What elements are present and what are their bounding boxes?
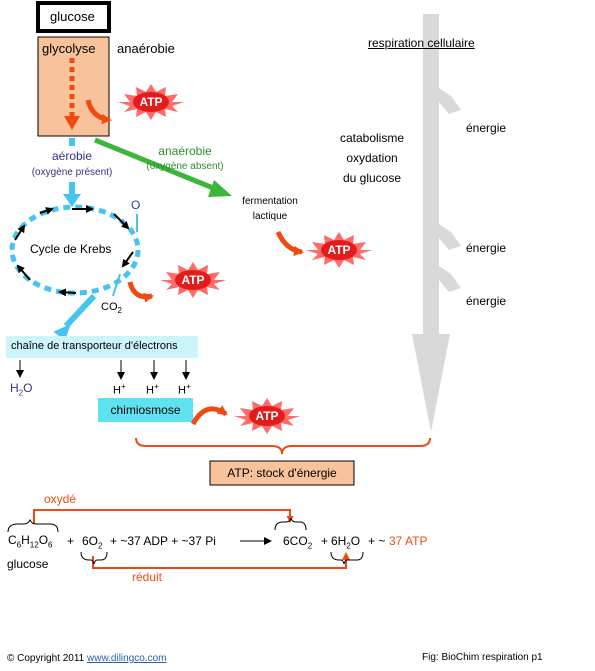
atp-label-1: ATP (139, 95, 163, 109)
oxyde-label: oxydé (44, 492, 77, 506)
oxygene-absent-label: (oxygène absent) (146, 161, 224, 172)
h2o-brace-bottom (330, 551, 364, 565)
chain-label: chaîne de transporteur d'électrons (11, 340, 178, 352)
eq-h2o: 6H2O (331, 534, 361, 551)
eq-adp-pi: + ~37 ADP + ~37 Pi (110, 534, 216, 548)
atp-label-3: ATP (327, 243, 351, 257)
blue-arrowhead-b (63, 194, 81, 207)
stock-label: ATP: stock d'énergie (227, 466, 337, 480)
glycolyse-label: glycolyse (42, 41, 96, 56)
aerobie-label: aérobie (51, 149, 93, 163)
atp-badge-4: ATP (234, 398, 300, 434)
oxydation-label: oxydation (346, 151, 398, 165)
hplus-label-1: H+ (113, 382, 126, 397)
krebs-cycle-ring (9, 204, 141, 296)
anaerobie-green-label: anaérobie (158, 144, 212, 158)
grey-arrow-head (412, 334, 450, 432)
atp-arrow-2 (127, 281, 154, 303)
krebs-arrow-4 (58, 288, 77, 297)
co2-brace-top (274, 517, 307, 531)
atp-burst-icon (306, 232, 372, 268)
reduit-label: réduit (132, 570, 163, 584)
anaerobie-top-label: anaérobie (117, 41, 175, 56)
eq-o2: 6O2 (82, 534, 103, 551)
atp-badge-2: ATP (160, 262, 226, 298)
stock-brace (135, 437, 431, 455)
website-link[interactable]: www.dilingco.com (87, 653, 167, 664)
reduit-arrowhead (342, 552, 350, 560)
chimiosmose-box (98, 398, 193, 422)
atp-label-4: ATP (255, 409, 279, 423)
atp-badge-3: ATP (306, 232, 372, 268)
eq-plus-end: + ~ (368, 534, 386, 548)
krebs-arrow-5 (16, 264, 31, 281)
grey-side-arrow-2 (439, 224, 461, 250)
energie-label-2: énergie (466, 241, 507, 255)
krebs-arrow-7 (39, 207, 54, 215)
krebs-arrow-2 (113, 213, 130, 230)
respiration-title: respiration cellulaire (368, 36, 475, 50)
energie-label-3: énergie (466, 294, 507, 308)
atp-burst-icon (118, 84, 184, 120)
krebs-label: Cycle de Krebs (30, 242, 112, 256)
blue-arrowhead-c (53, 323, 72, 341)
glucose-label: glucose (50, 9, 95, 24)
atp-arrow-4 (190, 405, 228, 426)
atp-arrow-3 (275, 230, 304, 256)
krebs-arrow-6 (14, 224, 26, 241)
atp-burst-icon (160, 262, 226, 298)
co2-line (112, 273, 121, 297)
eq-co2: 6CO2 (283, 534, 313, 551)
fig-caption: Fig: BioChim respiration p1 (422, 652, 543, 663)
fermentation-label: fermentation (242, 196, 298, 207)
green-arrowhead (208, 180, 232, 197)
catabolisme-label: catabolisme (339, 131, 405, 145)
atp-arrow-1 (85, 99, 112, 125)
grey-side-arrow-3 (439, 266, 461, 292)
glycolysis-arrowhead (64, 116, 80, 130)
equation-row: C6H12O6 (8, 533, 53, 550)
glucose-brace-top (7, 518, 59, 533)
atp-badge-1: ATP (118, 84, 184, 120)
glucose-box (36, 1, 111, 33)
chimiosmose-label: chimiosmose (110, 403, 181, 417)
hplus-label-2: H+ (146, 382, 159, 397)
o-label: O (131, 198, 141, 212)
chain-box (6, 336, 198, 358)
lactique-label: lactique (252, 211, 288, 222)
energie-label-1: énergie (466, 121, 507, 135)
eq-glucose-label: glucose (7, 557, 49, 571)
du-glucose-label: du glucose (342, 171, 402, 185)
copyright: © Copyright 2011 www.dilingco.com (7, 653, 167, 664)
h2o-label: H2O (10, 381, 33, 398)
hplus-label-3: H+ (178, 382, 191, 397)
krebs-arrow-3 (121, 251, 134, 268)
grey-arrow-shaft (423, 14, 439, 334)
reduit-path (92, 556, 347, 569)
stock-box (209, 460, 355, 486)
atp-label-2: ATP (181, 273, 205, 287)
atp-burst-icon (234, 398, 300, 434)
eq-atp37: 37 ATP (389, 534, 428, 548)
eq-plus-mid: + (321, 534, 329, 548)
grey-side-arrow-1 (439, 88, 461, 114)
o2-brace-bottom (80, 551, 108, 565)
oxygene-present-label: (oxygène présent) (31, 167, 113, 178)
eq-plus-1: + (67, 534, 75, 548)
blue-arrow-c (63, 293, 97, 329)
oxyde-path (33, 509, 294, 524)
green-arrow (94, 137, 219, 193)
co2-label: CO2 (101, 301, 122, 316)
